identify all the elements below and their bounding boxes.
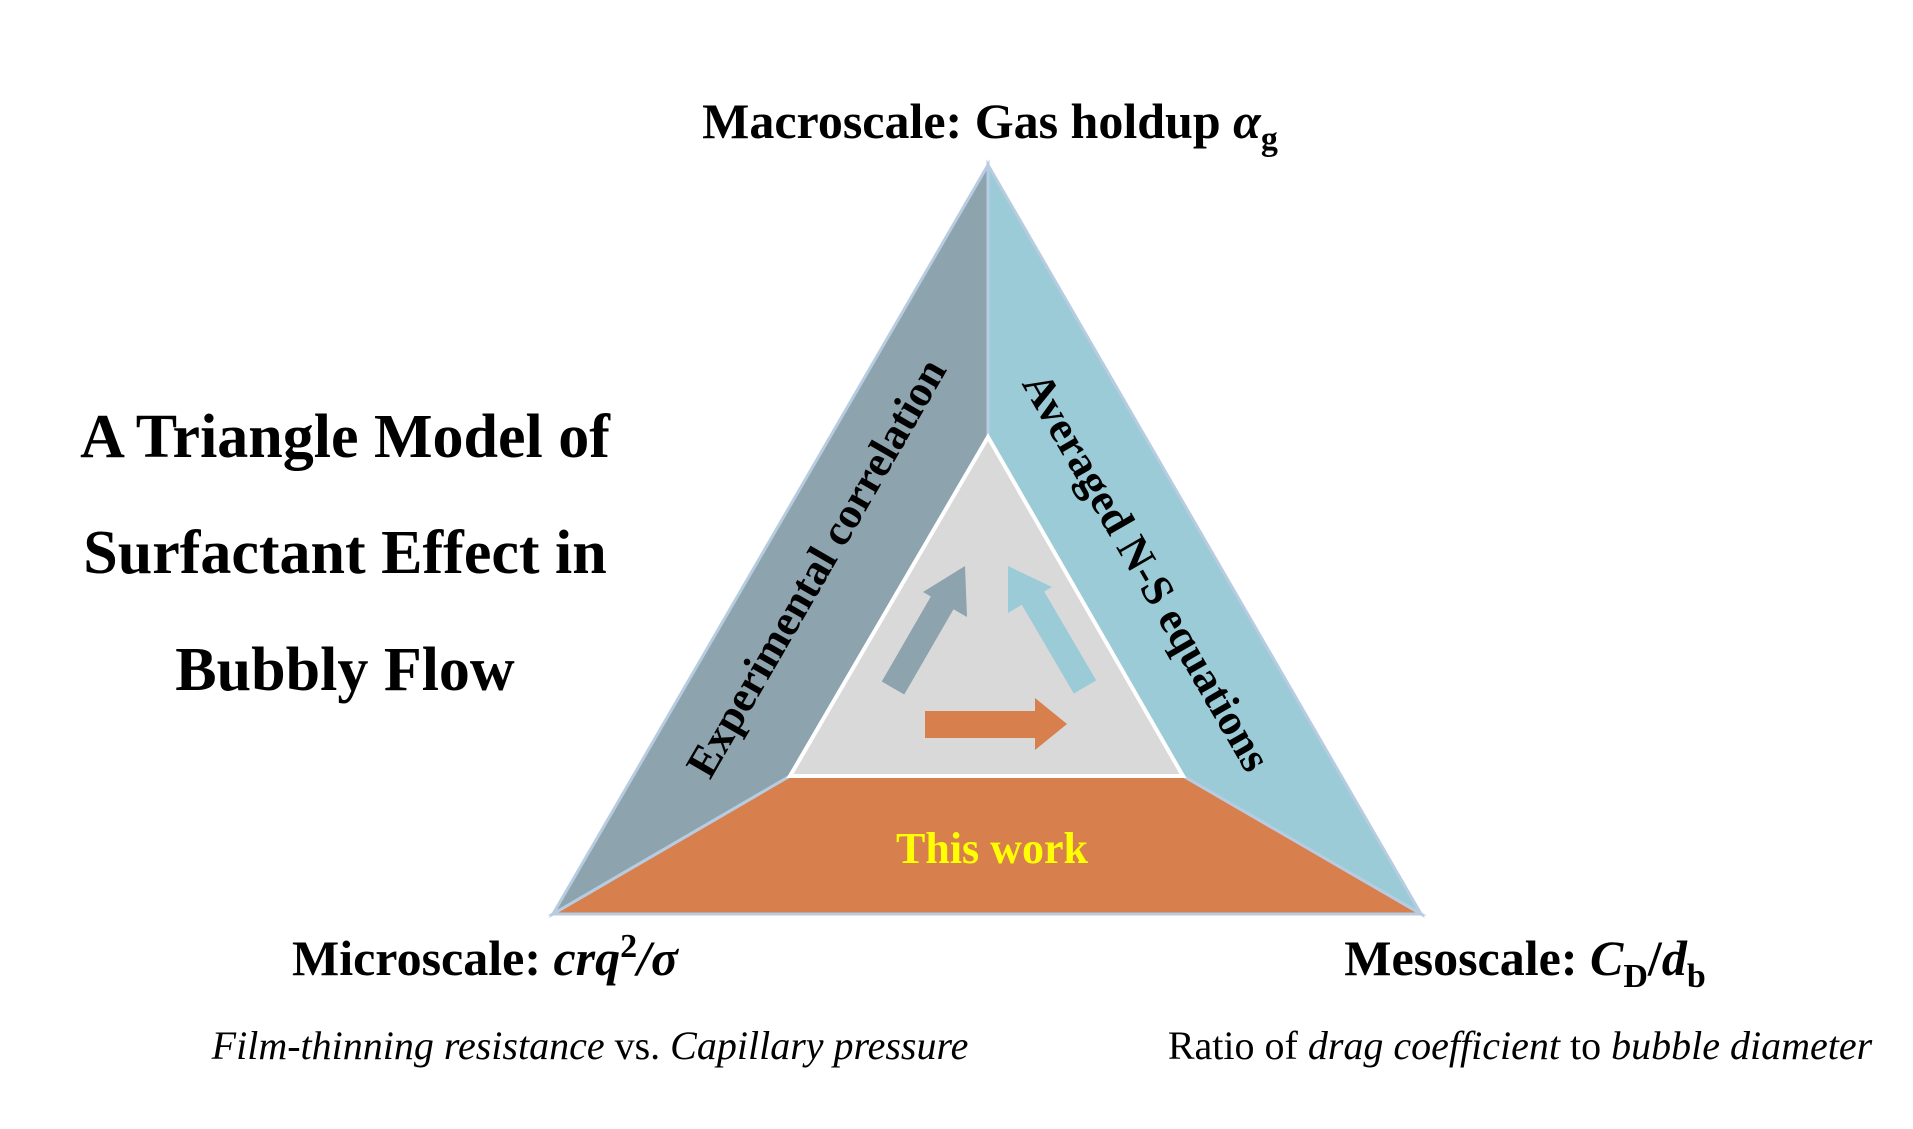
microscale-text: Microscale: bbox=[292, 930, 553, 986]
microscale-tail: /σ bbox=[633, 930, 680, 986]
microscale-note-capillary: Capillary pressure bbox=[670, 1023, 968, 1068]
diagram-title-line-1: A Triangle Model of bbox=[80, 403, 611, 471]
mesoscale-note-ratio: Ratio of bbox=[1168, 1023, 1308, 1068]
microscale-note: Film-thinning resistance vs. Capillary p… bbox=[211, 1023, 969, 1068]
mesoscale-subscript-b: b bbox=[1687, 958, 1706, 995]
mesoscale-subscript-d: D bbox=[1623, 958, 1648, 995]
microscale-superscript: 2 bbox=[620, 928, 637, 965]
mesoscale-note-diameter: bubble diameter bbox=[1611, 1023, 1872, 1068]
mesoscale-slash: / bbox=[1647, 930, 1663, 986]
mesoscale-symbol-c: C bbox=[1590, 930, 1624, 986]
inner-triangle bbox=[786, 433, 1187, 778]
mesoscale-symbol-d: d bbox=[1662, 930, 1688, 986]
mesoscale-note-drag: drag coefficient bbox=[1308, 1023, 1561, 1068]
macroscale-symbol: α bbox=[1233, 93, 1262, 149]
mesoscale-note-to: to bbox=[1560, 1023, 1611, 1068]
macroscale-text: Macroscale: Gas holdup bbox=[702, 93, 1233, 149]
macroscale-label: Macroscale: Gas holdup αg bbox=[702, 93, 1278, 158]
microscale-note-film: Film-thinning resistance bbox=[211, 1023, 605, 1068]
mesoscale-text: Mesoscale: bbox=[1344, 930, 1590, 986]
microscale-symbol: crq bbox=[553, 930, 620, 986]
microscale-note-vs: vs. bbox=[605, 1023, 671, 1068]
arrow-right-up bbox=[1008, 566, 1097, 694]
diagram-title-line-3: Bubbly Flow bbox=[175, 636, 515, 704]
microscale-label: Microscale: crq2/σ bbox=[292, 928, 680, 986]
mesoscale-note: Ratio of drag coefficient to bubble diam… bbox=[1168, 1023, 1873, 1068]
diagram-title-line-2: Surfactant Effect in bbox=[83, 519, 606, 587]
mesoscale-label: Mesoscale: CD/db bbox=[1344, 930, 1705, 995]
arrow-bottom-right bbox=[925, 698, 1067, 750]
arrow-left-up bbox=[881, 566, 967, 695]
bottom-band-label: This work bbox=[896, 824, 1088, 873]
macroscale-subscript: g bbox=[1261, 121, 1278, 158]
